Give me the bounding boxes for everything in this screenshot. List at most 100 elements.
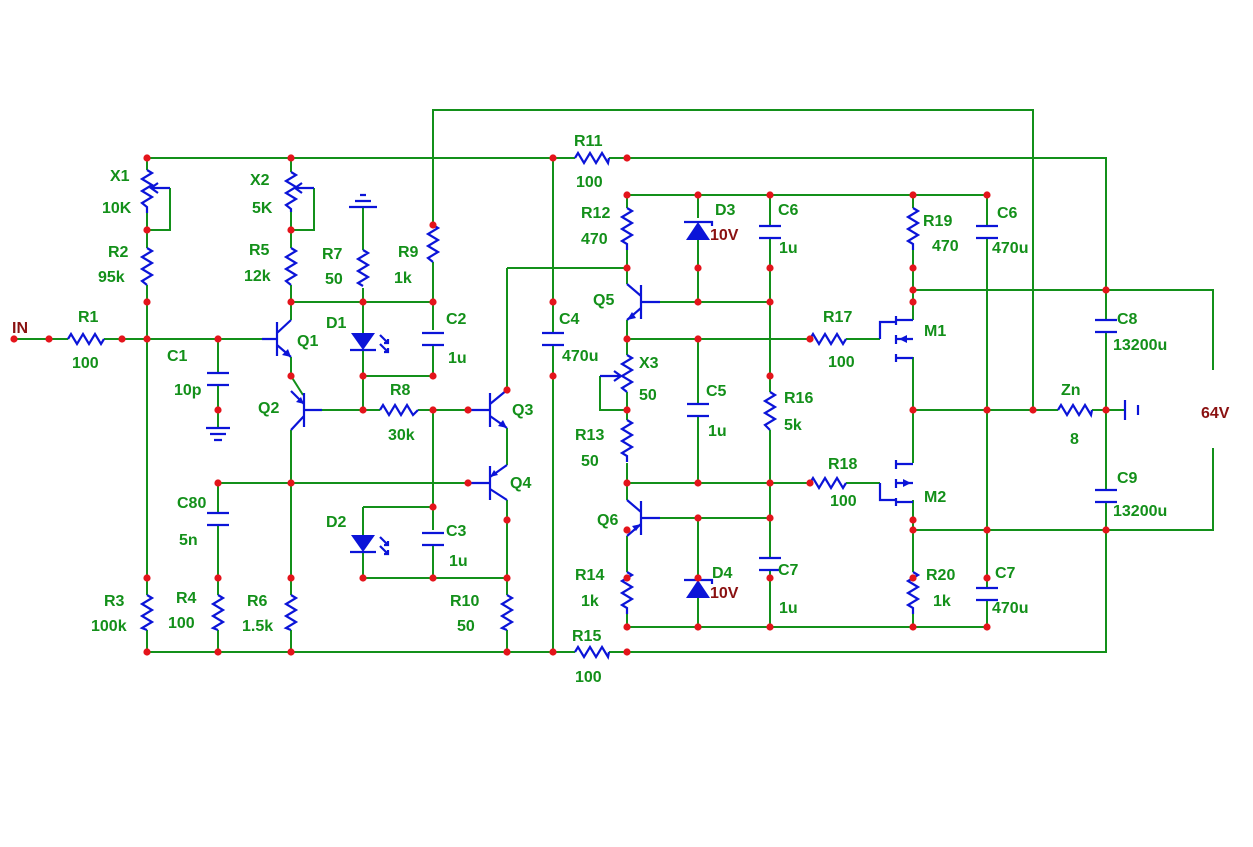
junction-node (623, 648, 631, 656)
junction-node (1102, 286, 1110, 294)
label-supply: 64V (1201, 405, 1230, 422)
value-c1: 10p (174, 382, 202, 399)
label-r16: R16 (784, 390, 813, 407)
junction-node (1029, 406, 1037, 414)
capacitor-c6-large (976, 224, 998, 240)
value-c80: 5n (179, 532, 198, 549)
junction-node (429, 298, 437, 306)
zener-d3 (684, 220, 714, 240)
label-r12: R12 (581, 205, 610, 222)
junction-node (429, 503, 437, 511)
resistor-r18 (809, 475, 847, 491)
junction-node (287, 226, 295, 234)
label-c2: C2 (446, 311, 467, 328)
junction-node (623, 623, 631, 631)
junction-node (694, 191, 702, 199)
resistor-r11 (574, 150, 611, 167)
value-r3: 100k (91, 618, 127, 635)
junction-node (287, 479, 295, 487)
resistor-r2 (139, 247, 155, 286)
junction-node (287, 298, 295, 306)
junction-node (287, 648, 295, 656)
value-r14: 1k (581, 593, 599, 610)
junction-node (214, 479, 222, 487)
label-r19: R19 (923, 213, 952, 230)
label-c7-small: C7 (778, 562, 799, 579)
junction-node (806, 335, 814, 343)
value-r15: 100 (575, 669, 602, 686)
label-q6: Q6 (597, 512, 618, 529)
capacitors (207, 224, 1117, 602)
capacitor-c7-small (759, 556, 781, 572)
junction-node (214, 335, 222, 343)
resistor-zn (1057, 402, 1094, 419)
label-q4: Q4 (510, 475, 531, 492)
label-r7: R7 (322, 246, 343, 263)
junction-node (623, 264, 631, 272)
junction-node (623, 191, 631, 199)
junction-node (503, 516, 511, 524)
junction-node (429, 574, 437, 582)
junction-node (464, 479, 472, 487)
junction-node (766, 264, 774, 272)
x3-wiper-arrow (600, 370, 623, 382)
resistor-r8 (379, 402, 419, 418)
resistor-r16 (762, 391, 778, 431)
junction-node (694, 264, 702, 272)
resistor-r5 (283, 247, 299, 286)
label-zn: Zn (1061, 382, 1081, 399)
label-r13: R13 (575, 427, 604, 444)
value-d3: 10V (710, 227, 739, 244)
label-in: IN (12, 320, 28, 337)
junction-node (143, 226, 151, 234)
capacitor-c3 (422, 531, 444, 547)
junction-nodes (10, 154, 1110, 656)
junction-node (694, 479, 702, 487)
junction-node (694, 298, 702, 306)
label-d4: D4 (712, 565, 733, 582)
junction-node (806, 479, 814, 487)
value-c7-small: 1u (779, 600, 798, 617)
value-c5: 1u (708, 423, 727, 440)
junction-node (909, 264, 917, 272)
label-r5: R5 (249, 242, 270, 259)
value-c2: 1u (448, 350, 467, 367)
value-c3: 1u (449, 553, 468, 570)
supply-r7 (349, 193, 377, 209)
resistor-r19 (905, 207, 921, 250)
label-r18: R18 (828, 456, 857, 473)
label-c80: C80 (177, 495, 206, 512)
value-r5: 12k (244, 268, 271, 285)
junction-node (983, 574, 991, 582)
label-c7-large: C7 (995, 565, 1016, 582)
junction-node (429, 372, 437, 380)
x2-wiper-arrow (293, 182, 314, 194)
diodes (350, 220, 714, 598)
label-r14: R14 (575, 567, 604, 584)
value-r20: 1k (933, 593, 951, 610)
resistor-r9 (425, 224, 441, 263)
value-r12: 470 (581, 231, 608, 248)
value-r16: 5k (784, 417, 802, 434)
junction-node (549, 648, 557, 656)
label-r15: R15 (572, 628, 601, 645)
label-r1: R1 (78, 309, 99, 326)
junction-node (143, 154, 151, 162)
label-q2: Q2 (258, 400, 279, 417)
label-m2: M2 (924, 489, 946, 506)
value-r8: 30k (388, 427, 415, 444)
label-c6-large: C6 (997, 205, 1018, 222)
junction-node (983, 406, 991, 414)
junction-node (623, 479, 631, 487)
junction-node (359, 406, 367, 414)
label-c9: C9 (1117, 470, 1138, 487)
wires (14, 109, 1214, 653)
junction-node (623, 335, 631, 343)
capacitor-c80 (207, 511, 229, 527)
junction-node (983, 623, 991, 631)
junction-node (694, 335, 702, 343)
junction-node (983, 191, 991, 199)
junction-node (549, 372, 557, 380)
junction-node (45, 335, 53, 343)
junction-node (118, 335, 126, 343)
